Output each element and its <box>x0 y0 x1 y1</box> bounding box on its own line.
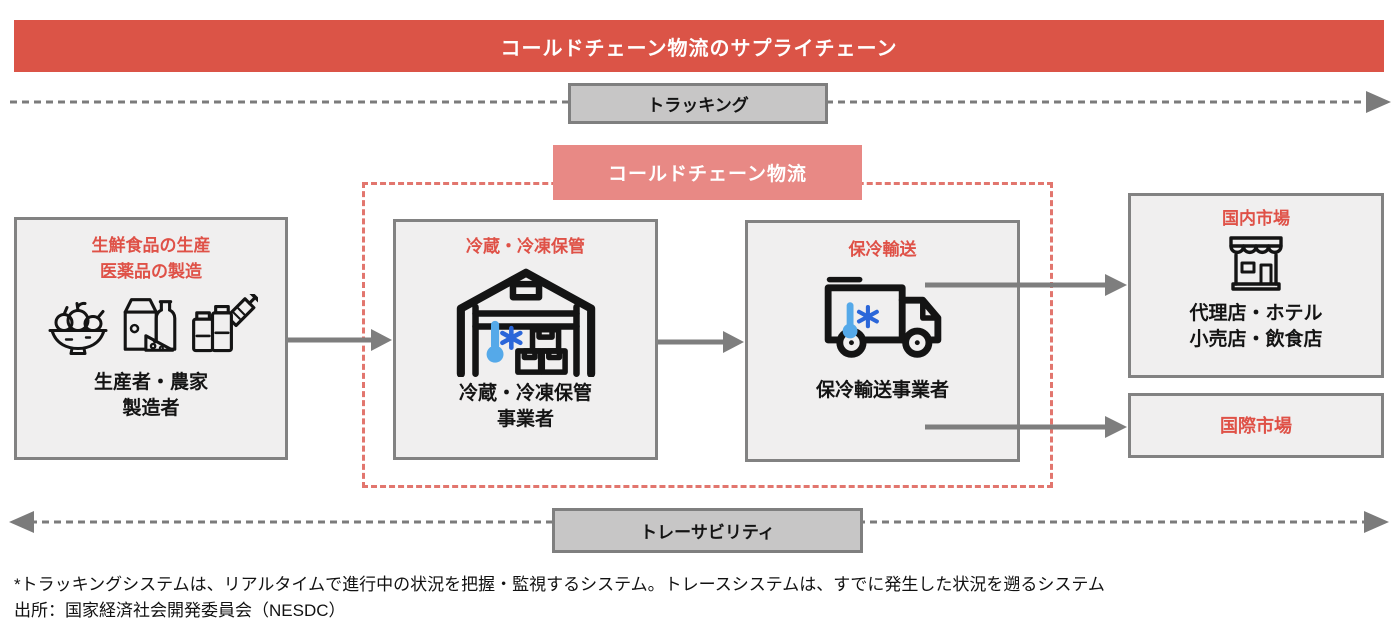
arrow-right-icon <box>1105 274 1127 296</box>
node-domestic-title: 国内市場 <box>1222 209 1290 228</box>
arrow-right-icon <box>1364 511 1389 533</box>
medicine-icon <box>192 294 258 353</box>
node-transport-title: 保冷輸送 <box>848 240 917 259</box>
tracking-label: トラッキング <box>647 96 749 115</box>
fruit-basket-icon <box>48 301 108 355</box>
tracking-label-box: トラッキング <box>568 83 828 124</box>
cold-chain-logistics-label: コールドチェーン物流 <box>607 164 808 185</box>
cold-warehouse-icon <box>456 268 595 377</box>
node-producer: 生鮮食品の生産 医薬品の製造 <box>14 217 288 460</box>
arrow-right-icon <box>1105 416 1127 438</box>
arrow-left-icon <box>9 511 34 533</box>
page-title: コールドチェーン物流のサプライチェーン <box>500 37 898 60</box>
node-international-market: 国際市場 <box>1128 393 1384 458</box>
node-storage-name: 冷蔵・冷凍保管 事業者 <box>458 383 592 430</box>
node-domestic-name: 代理店・ホテル 小売店・飲食店 <box>1189 303 1323 350</box>
node-transport-name: 保冷輸送事業者 <box>815 380 949 401</box>
cold-chain-logistics-label-box: コールドチェーン物流 <box>553 145 862 200</box>
footnote-tracking-note: *トラッキングシステムは、リアルタイムで進行中の状況を把握・監視するシステム。ト… <box>14 575 1105 594</box>
storefront-icon <box>1229 236 1283 291</box>
producer-icon-row <box>44 294 258 359</box>
refrigerated-truck-icon <box>824 276 941 358</box>
thermometer-icon <box>486 320 504 363</box>
snowflake-icon <box>499 325 523 350</box>
node-producer-name: 生産者・農家 製造者 <box>93 372 208 419</box>
title-banner: コールドチェーン物流のサプライチェーン <box>14 20 1384 72</box>
thermometer-icon <box>842 302 857 339</box>
snowflake-icon <box>856 304 879 329</box>
traceability-label-box: トレーサビリティ <box>552 508 863 553</box>
node-producer-title: 生鮮食品の生産 医薬品の製造 <box>91 236 211 281</box>
footnote-source: 出所：国家経済社会開発委員会（NESDC） <box>14 601 346 620</box>
traceability-label: トレーサビリティ <box>640 523 775 542</box>
node-storage-title: 冷蔵・冷凍保管 <box>466 237 585 256</box>
node-domestic-market: 国内市場 代理店・ホテル 小売店・飲食店 <box>1128 193 1384 378</box>
node-transport: 保冷輸送 保冷輸送事業者 <box>745 220 1020 462</box>
arrow-right-icon <box>1366 91 1391 113</box>
node-storage: 冷蔵・冷凍保管 冷蔵 <box>393 219 658 460</box>
dairy-products-icon <box>123 298 177 352</box>
node-international-title: 国際市場 <box>1220 415 1292 436</box>
